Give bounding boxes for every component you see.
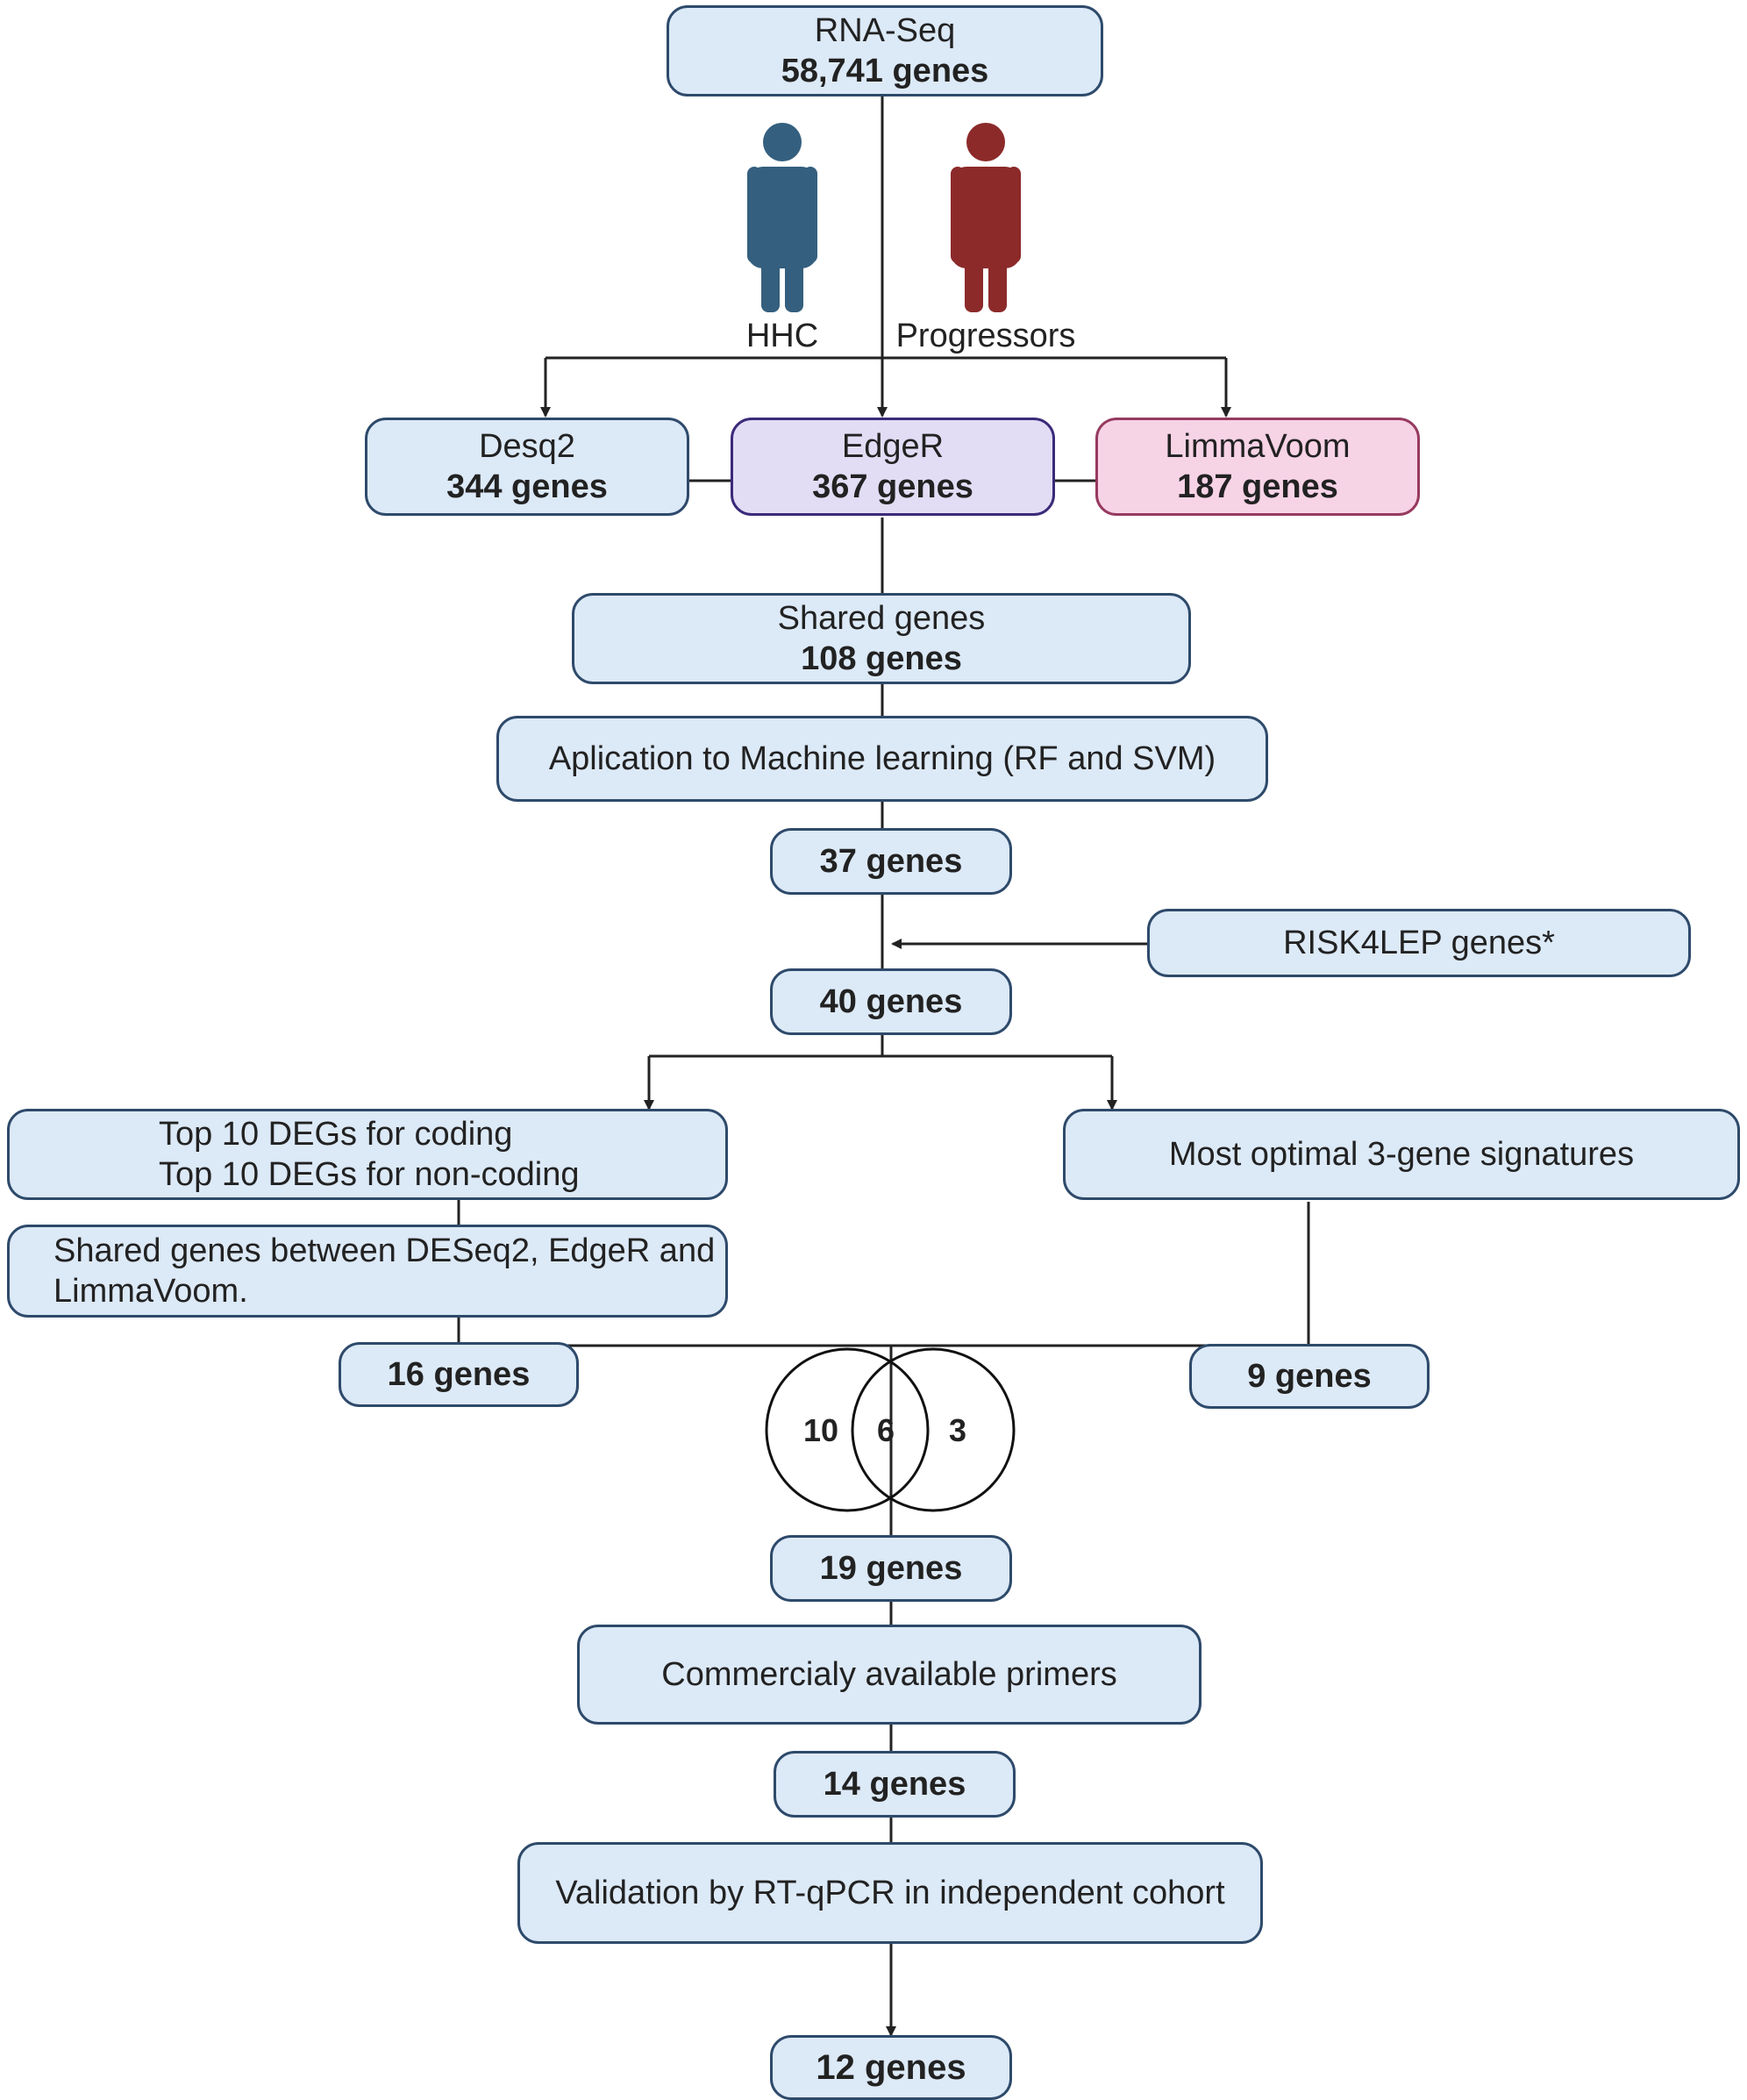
edger-name: EdgeR (841, 428, 945, 465)
validation-text: Validation by RT-qPCR in independent coh… (555, 1875, 1225, 1911)
progressors-person-icon (951, 123, 1021, 312)
genes-9-text: 9 genes (1247, 1358, 1372, 1395)
shared-methods-line2: LimmaVoom. (53, 1273, 248, 1310)
genes-40-text: 40 genes (819, 983, 963, 1020)
top10-box: Top 10 DEGs for coding Top 10 DEGs for n… (7, 1109, 728, 1200)
genes-12-text: 12 genes (816, 2048, 966, 2087)
risk4lep-text: RISK4LEP genes* (1283, 925, 1555, 961)
genes-40-box: 40 genes (770, 968, 1012, 1035)
hhc-person-icon (747, 123, 817, 312)
risk4lep-box: RISK4LEP genes* (1147, 909, 1691, 977)
optimal-signature-box: Most optimal 3-gene signatures (1063, 1109, 1740, 1200)
shared-methods-box: Shared genes between DESeq2, EdgeR and L… (7, 1225, 728, 1318)
genes-16-text: 16 genes (387, 1356, 531, 1393)
shared-count: 108 genes (801, 640, 962, 677)
hhc-label: HHC (745, 318, 819, 354)
progressors-label: Progressors (895, 318, 1076, 354)
desq2-name: Desq2 (479, 428, 575, 465)
optimal-signature-text: Most optimal 3-gene signatures (1168, 1136, 1635, 1173)
primers-text: Commercialy available primers (661, 1656, 1117, 1693)
top10-coding: Top 10 DEGs for coding (159, 1116, 513, 1153)
genes-19-text: 19 genes (819, 1550, 963, 1587)
rnaseq-title: RNA-Seq (814, 12, 956, 49)
limmavoom-box: LimmaVoom 187 genes (1095, 418, 1420, 516)
shared-title: Shared genes (777, 600, 986, 637)
genes-9-box: 9 genes (1189, 1344, 1430, 1409)
edger-box: EdgeR 367 genes (731, 418, 1055, 516)
desq2-count: 344 genes (446, 468, 608, 505)
desq2-box: Desq2 344 genes (365, 418, 689, 516)
ml-text: Aplication to Machine learning (RF and S… (548, 740, 1216, 777)
genes-14-box: 14 genes (774, 1751, 1016, 1818)
venn-diagram (765, 1347, 1016, 1512)
top10-noncoding: Top 10 DEGs for non-coding (159, 1156, 580, 1193)
shared-genes-box: Shared genes 108 genes (572, 593, 1191, 684)
venn-left-circle (765, 1347, 930, 1512)
rnaseq-box: RNA-Seq 58,741 genes (667, 5, 1103, 96)
primers-box: Commercialy available primers (577, 1625, 1202, 1725)
genes-12-box: 12 genes (770, 2035, 1012, 2100)
genes-19-box: 19 genes (770, 1535, 1012, 1602)
rnaseq-count: 58,741 genes (781, 53, 989, 89)
venn-overlap-count: 6 (877, 1412, 895, 1448)
shared-methods-line1: Shared genes between DESeq2, EdgeR and (53, 1232, 716, 1269)
edger-count: 367 genes (812, 468, 973, 505)
venn-right-circle (851, 1347, 1016, 1512)
validation-box: Validation by RT-qPCR in independent coh… (517, 1842, 1263, 1944)
genes-37-box: 37 genes (770, 828, 1012, 895)
genes-14-text: 14 genes (823, 1766, 966, 1803)
genes-37-text: 37 genes (819, 843, 963, 880)
limmavoom-name: LimmaVoom (1165, 428, 1351, 465)
venn-right-count: 3 (949, 1412, 967, 1448)
genes-16-box: 16 genes (339, 1342, 579, 1407)
venn-left-count: 10 (803, 1412, 839, 1448)
limmavoom-count: 187 genes (1177, 468, 1338, 505)
ml-box: Aplication to Machine learning (RF and S… (496, 716, 1268, 802)
